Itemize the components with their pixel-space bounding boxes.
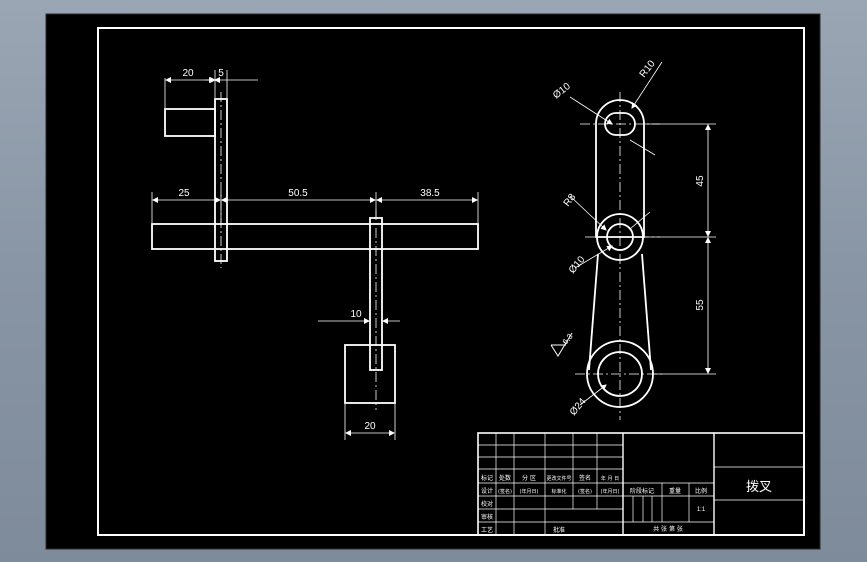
- scale-value: 1:1: [697, 507, 706, 513]
- dim-base: 20: [364, 421, 376, 432]
- approve-label: 批准: [553, 526, 565, 534]
- front-centerlines: [220, 92, 377, 410]
- weight-label: 重量: [669, 487, 681, 495]
- header-change-no: 更改文件号: [546, 475, 571, 482]
- sheet-label: 共 张 第 张: [653, 525, 683, 533]
- header-count: 处数: [499, 474, 511, 482]
- stage-label: 阶段标记: [630, 487, 654, 495]
- header-sign: 签名: [579, 474, 591, 482]
- design-label: 设计: [481, 487, 493, 495]
- scale-label: 比例: [695, 487, 707, 495]
- drawing-sheet: [45, 13, 821, 550]
- dim-middle: 50.5: [288, 188, 308, 199]
- header-date: 年 月 日: [601, 475, 619, 482]
- header-zone: 分 区: [522, 474, 536, 482]
- standard-sign: (签名): [578, 488, 592, 495]
- row-review: 审核: [481, 513, 493, 521]
- dim-right: 38.5: [420, 188, 440, 199]
- standard-date: (年月日): [601, 488, 620, 495]
- dim-top-width: 20: [182, 68, 194, 79]
- dim-top-thickness: 5: [218, 68, 224, 79]
- side-dimension-lines: [569, 61, 716, 406]
- dim-lower-length: 55: [695, 299, 706, 311]
- roughness-symbol: [550, 332, 573, 357]
- dim-left: 25: [178, 188, 190, 199]
- design-sign: (签名): [498, 488, 512, 495]
- drawing-border: [97, 27, 805, 536]
- title-block: [477, 432, 805, 536]
- row-check: 校对: [481, 500, 493, 508]
- dim-shaft: 10: [350, 309, 362, 320]
- part-name: 拨叉: [746, 480, 772, 495]
- header-mark: 标记: [481, 474, 493, 482]
- design-date: (年月日): [520, 488, 539, 495]
- dim-upper-length: 45: [695, 175, 706, 187]
- front-dimension-lines: [151, 70, 479, 440]
- row-process: 工艺: [481, 526, 493, 534]
- standard-label: 标准化: [551, 488, 566, 495]
- horizontal-bar: [151, 223, 479, 250]
